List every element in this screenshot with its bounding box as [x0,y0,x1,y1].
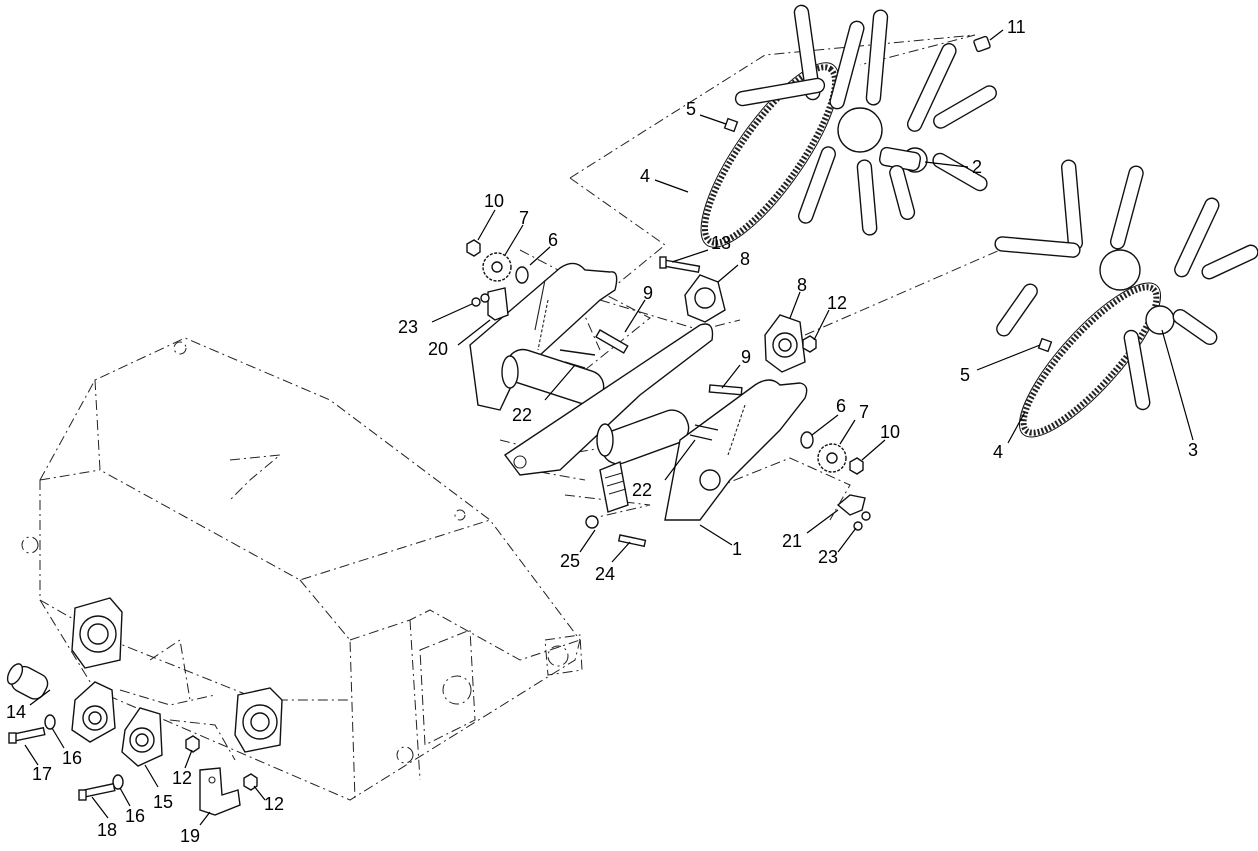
tines-rotor-3 [994,159,1258,411]
bolt-9-upper [595,329,629,354]
bolt-10-right [849,457,864,475]
nut-5-top [723,117,739,133]
callout-1: 1 [732,539,742,559]
callout-labels: 11 5 2 4 10 7 6 13 8 8 12 9 23 20 22 9 6… [6,17,1198,846]
housing-bearing-right [234,687,283,753]
washer-16-upper [44,714,56,730]
flange-bearing-8-upper [684,274,726,323]
bracket-21 [836,494,866,516]
callout-25: 25 [560,551,580,571]
callout-14: 14 [6,702,26,722]
callout-4-right: 4 [993,442,1003,462]
leader-lines [24,29,1194,826]
bolt-9-lower [708,384,743,396]
bracket-20 [487,287,509,321]
sprocket-7-left [482,252,512,282]
callout-6-right: 6 [836,396,846,416]
nut-12-mid [802,335,817,353]
callout-10-left: 10 [484,191,504,211]
callout-24: 24 [595,564,615,584]
bolt-10-left [466,239,481,257]
main-housing [21,337,583,801]
spring-bracket-25 [585,461,629,529]
washer-6-right [800,431,814,449]
callout-8-upper: 8 [740,249,750,269]
callout-22-lower: 22 [632,480,652,500]
bolts-22-lower [689,424,719,441]
flange-bearing-8-lower [764,314,806,373]
callout-5-top: 5 [686,99,696,119]
tines-rotor-2 [734,4,997,236]
callout-12-low-left: 12 [172,768,192,788]
callout-19: 19 [180,826,200,846]
spacer-tube-14 [6,663,49,700]
nut-23-left [471,293,490,307]
housing-bearing-left [71,597,123,669]
callout-9-lower: 9 [741,347,751,367]
callout-23-right: 23 [818,547,838,567]
bracket-19 [199,767,241,816]
washer-6-left [515,266,529,284]
nut-5-right [1037,337,1053,353]
callout-12-mid: 12 [827,293,847,313]
tine-rotor-2 [700,4,997,248]
callout-23-left: 23 [398,317,418,337]
callout-7-left: 7 [519,208,529,228]
callout-3: 3 [1188,440,1198,460]
sprocket-7-right [817,443,847,473]
callout-5-right: 5 [960,365,970,385]
side-plate-1 [664,379,808,521]
callout-4-top: 4 [640,166,650,186]
callout-16-upper: 16 [62,748,82,768]
callout-13: 13 [711,233,731,253]
callout-15: 15 [153,792,173,812]
bolt-17 [8,726,46,744]
bolt-18 [78,782,116,801]
callout-10-right: 10 [880,422,900,442]
callout-7-right: 7 [859,402,869,422]
nut-12-low-left [185,735,200,753]
callout-11-top: 11 [1007,17,1026,37]
flange-bearing-upper [71,681,116,743]
callout-17: 17 [32,764,52,784]
bolt-11 [973,35,991,53]
callout-20: 20 [428,339,448,359]
flange-bearing-15 [121,707,163,767]
callout-6-left: 6 [548,230,558,250]
callout-2: 2 [972,157,982,177]
callout-18: 18 [97,820,117,840]
nut-12-low-right [243,773,258,791]
callout-22-upper: 22 [512,405,532,425]
callout-21: 21 [782,531,802,551]
callout-8-lower: 8 [797,275,807,295]
bolt-13 [659,256,701,273]
callout-16-lower: 16 [125,806,145,826]
bolt-24 [617,534,647,548]
crossbar-right [596,409,690,465]
nut-23-right [853,511,871,531]
tine-rotor-3 [994,159,1258,438]
washer-16-lower [112,774,124,790]
callout-12-low-right: 12 [264,794,284,814]
callout-9-upper: 9 [643,283,653,303]
